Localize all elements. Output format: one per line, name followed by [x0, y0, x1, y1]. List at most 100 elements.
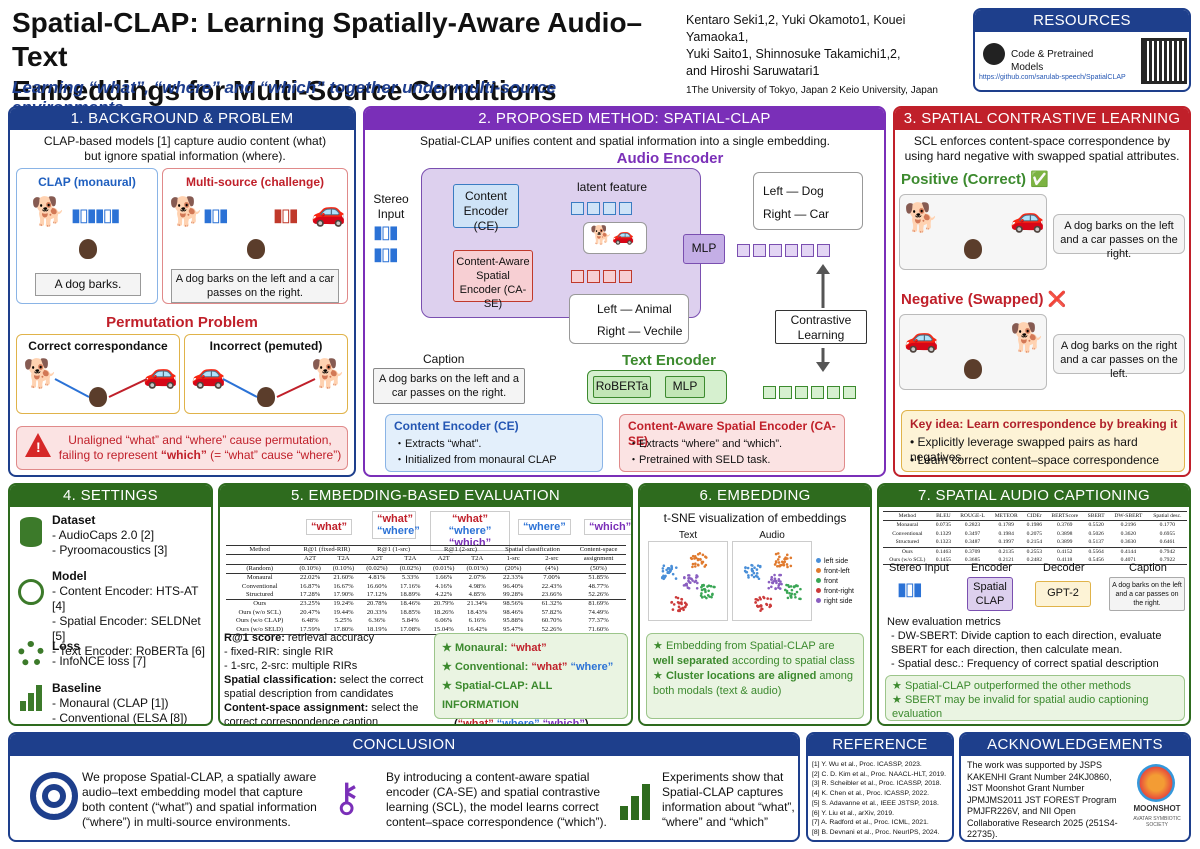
reference-item: [3] R. Scheibler et al., Proc. ICASSP, 2…: [812, 780, 942, 788]
tsne-point: [671, 572, 675, 576]
table-cell: 20.47%: [299, 608, 321, 616]
key-idea-title: Key idea: Learn correspondence by breaki…: [910, 417, 1178, 431]
table-cell: 18.89%: [400, 591, 421, 599]
text-encoder-label: Text Encoder: [622, 352, 716, 369]
table-cell: 0.6461: [1159, 539, 1176, 546]
section2-title: 2. PROPOSED METHOD: SPATIAL-CLAP: [365, 108, 884, 130]
table-cell: 16.87%: [299, 582, 321, 590]
table-cell: 6.16%: [468, 617, 486, 625]
table-cell: 20.79%: [427, 599, 461, 609]
tsne-point: [746, 566, 750, 570]
table-cell: 0.1455: [935, 557, 952, 564]
tsne-point: [778, 587, 782, 590]
arrows-icon: [54, 378, 148, 398]
pipeline-stereo-label: Stereo Input: [889, 562, 949, 574]
tsne-point: [777, 561, 781, 564]
table-cell: 0.4152: [1046, 546, 1084, 557]
text-embedding: [763, 384, 859, 402]
tsne-point: [788, 591, 791, 595]
table-cell: 95.88%: [503, 617, 524, 625]
table-cell: 17.59%: [299, 625, 321, 633]
vis-note-bold: well separated: [653, 655, 729, 667]
reference-item: [1] Y. Wu et al., Proc. ICASSP, 2023.: [812, 761, 922, 768]
conclusion-item: By introducing a content-aware spatial e…: [386, 770, 607, 829]
moonshot-logo: [1137, 764, 1175, 802]
table-cell: 96.40%: [503, 582, 524, 590]
tsne-point: [670, 601, 673, 604]
summary-all-where: “where”: [496, 718, 540, 726]
tsne-point: [704, 555, 707, 559]
table-cell: 0.1986: [1026, 522, 1043, 529]
table-cell: (0.01%): [433, 564, 455, 572]
tsne-point: [778, 582, 781, 586]
tsne-point: [744, 570, 748, 574]
stereo-waveform-icon: ▮▯▮: [373, 244, 399, 264]
qr-code-icon[interactable]: [1141, 38, 1187, 84]
section6-title: 6. EMBEDDING VISUALIZATION: [640, 485, 870, 526]
poster-title: Spatial-CLAP: Learning Spatially-Aware A…: [12, 6, 662, 108]
table-cell: 6.36%: [368, 617, 386, 625]
table-cell: (0.01%): [466, 564, 488, 572]
negative-label: Negative (Swapped) ❌: [901, 291, 1067, 308]
tsne-point: [774, 587, 777, 591]
audio-encoder-label: Audio Encoder: [616, 150, 724, 167]
table-cell: 2.07%: [460, 573, 494, 583]
table-cell: 0.3620: [1120, 530, 1137, 537]
tsne-point: [699, 558, 702, 561]
tsne-point: [773, 563, 777, 566]
ca-se-box: Content-Aware Spatial Encoder (CA-SE): [453, 250, 533, 310]
tsne-point: [706, 585, 709, 588]
tsne-point: [767, 586, 771, 590]
resources-url[interactable]: https://github.com/sarulab-speech/Spatia…: [979, 74, 1126, 81]
listener-icon: [964, 359, 982, 379]
tsne-point: [789, 564, 793, 568]
car-icon: 🚗: [904, 322, 939, 353]
table-cell: 0.2135: [989, 546, 1023, 557]
tsne-point: [775, 581, 778, 585]
ca-head: Content-space assignment:: [224, 702, 369, 714]
vis-note-pre: Embedding from Spatial-CLAP are: [665, 640, 835, 652]
settings-group: Baseline - Monaural (CLAP [1]) - Convent…: [52, 681, 211, 724]
tsne-point: [677, 609, 680, 613]
tsne-point: [785, 563, 789, 566]
tsne-point: [755, 568, 759, 571]
tsne-point: [784, 588, 787, 592]
caption-text-box: A dog barks on the left and a car passes…: [373, 368, 525, 404]
metrics-head: New evaluation metrics: [887, 616, 1001, 628]
section7-title: 7. SPATIAL AUDIO CAPTIONING: [879, 485, 1189, 507]
tsne-point: [786, 565, 789, 569]
waveform-icon: ▮▯▮▮▯▮: [71, 205, 120, 225]
table-header: CIDEr: [1022, 511, 1047, 522]
table-cell: Monaural: [896, 522, 919, 529]
car-icon: 🚗: [1010, 202, 1045, 233]
tsne-point: [706, 594, 710, 597]
tsne-point: [754, 601, 757, 604]
table-group-header: R@1 (1-src): [360, 545, 428, 556]
tsne-point: [700, 596, 704, 599]
table-header: BLEU: [931, 511, 956, 522]
settings-item: - Monaural (CLAP [1]): [52, 696, 169, 710]
tsne-point: [683, 605, 687, 609]
tsne-point: [752, 571, 756, 575]
reference-item: [5] S. Adavanne et al., IEEE JSTSP, 2018…: [812, 799, 939, 807]
section-visualization: 6. EMBEDDING VISUALIZATION t-SNE visuali…: [638, 483, 872, 726]
case-info-item: ・Extracts “where” and “which”.: [628, 438, 783, 450]
left-animal-label: Left — Animal: [597, 302, 672, 316]
car-icon: 🚗: [311, 196, 346, 227]
tsne-text-plot: [648, 541, 728, 621]
tsne-point: [758, 565, 762, 569]
tsne-point: [674, 566, 678, 569]
permutation-title: Permutation Problem: [106, 314, 258, 331]
tsne-point: [691, 562, 695, 566]
settings-head: Loss: [52, 639, 81, 653]
tsne-point: [767, 580, 771, 584]
table-cell: Ours (w/o SELD): [236, 625, 284, 633]
table-cell: 57.82%: [541, 608, 562, 616]
table-sub-header: A2T: [293, 554, 327, 565]
table-group-header: R@1 (2-src): [427, 545, 494, 556]
table-cell: 61.32%: [532, 599, 572, 609]
